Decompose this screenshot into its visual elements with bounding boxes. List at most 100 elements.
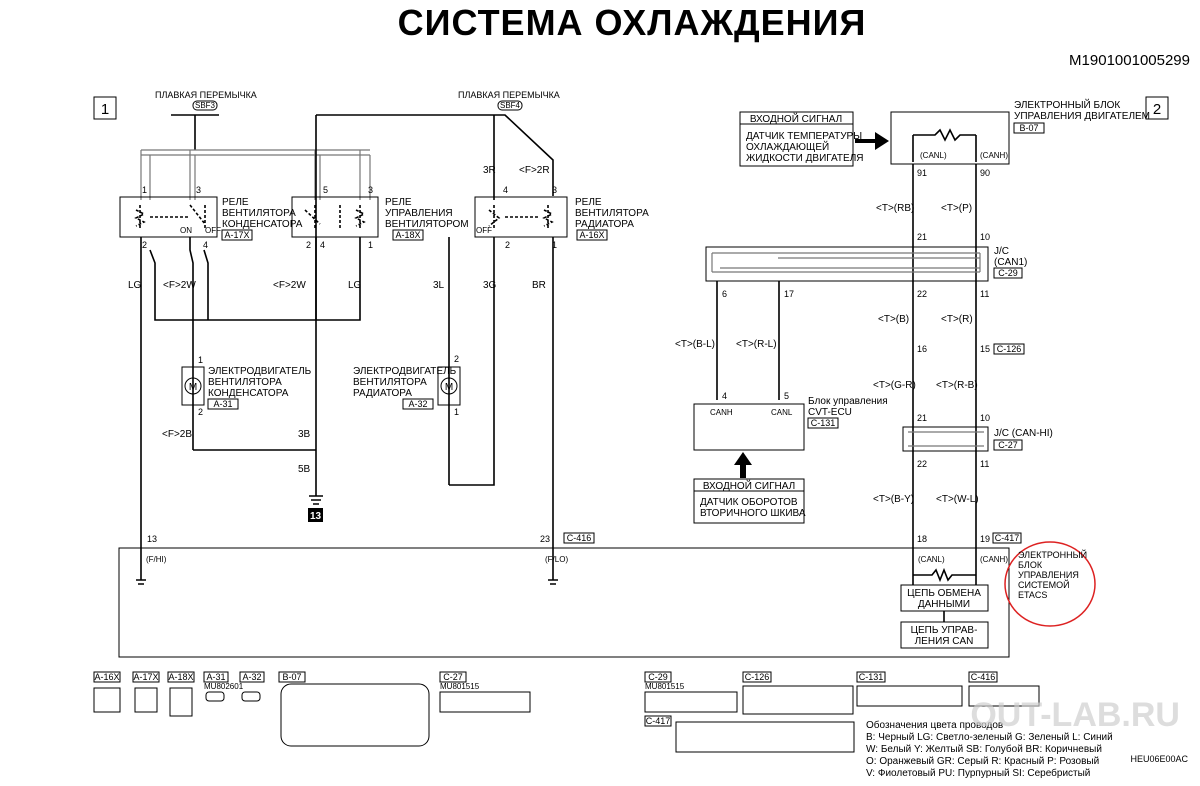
svg-text:A-16X: A-16X <box>94 672 119 682</box>
junction-can1: 21 10 J/C (CAN1) C-29 22 11 6 17 <box>705 232 1027 299</box>
etacs-note-3: УПРАВЛЕНИЯ <box>1018 570 1079 580</box>
svg-text:A-32: A-32 <box>408 399 427 409</box>
svg-text:РАДИАТОРА: РАДИАТОРА <box>353 388 412 399</box>
fuse-left-label: ПЛАВКАЯ ПЕРЕМЫЧКА <box>155 90 257 100</box>
svg-text:ЛЕНИЯ CAN: ЛЕНИЯ CAN <box>915 636 974 647</box>
wire-t-wl: <T>(W-L) <box>936 494 979 505</box>
svg-text:C-417: C-417 <box>646 716 671 726</box>
svg-text:17: 17 <box>784 289 794 299</box>
svg-text:B-07: B-07 <box>1019 123 1038 133</box>
etacs-block: 13 23 C-416 (F/HI) (F/LO) 18 19 C-417 (C… <box>118 532 1022 658</box>
svg-text:1: 1 <box>454 407 459 417</box>
svg-text:(F/LO): (F/LO) <box>545 555 568 564</box>
svg-text:A-32: A-32 <box>242 672 261 682</box>
svg-text:C-29: C-29 <box>648 672 668 682</box>
svg-text:J/C: J/C <box>994 246 1009 257</box>
svg-text:B-07: B-07 <box>282 672 301 682</box>
svg-text:ВЕНТИЛЯТОРА: ВЕНТИЛЯТОРА <box>353 377 427 388</box>
svg-text:C-416: C-416 <box>567 533 592 543</box>
svg-text:РЕЛЕ: РЕЛЕ <box>385 197 412 208</box>
svg-text:1: 1 <box>198 355 203 365</box>
svg-text:11: 11 <box>980 459 989 469</box>
wire-f2w-2: <F>2W <box>273 280 306 291</box>
svg-text:21: 21 <box>917 232 927 242</box>
svg-text:22: 22 <box>917 289 927 299</box>
svg-text:4: 4 <box>203 240 208 250</box>
wire-t-bl: <T>(B-L) <box>675 339 715 350</box>
etacs-note-2: БЛОК <box>1018 560 1043 570</box>
svg-text:ВЕНТИЛЯТОРОМ: ВЕНТИЛЯТОРОМ <box>385 219 469 230</box>
svg-text:A-31: A-31 <box>206 672 225 682</box>
svg-text:УПРАВЛЕНИЯ ДВИГАТЕЛЕМ: УПРАВЛЕНИЯ ДВИГАТЕЛЕМ <box>1014 111 1150 122</box>
svg-text:ВЕНТИЛЯТОРА: ВЕНТИЛЯТОРА <box>208 377 282 388</box>
svg-text:C-29: C-29 <box>998 268 1018 278</box>
wire-5b: 5B <box>298 464 311 475</box>
svg-text:MU801515: MU801515 <box>440 682 480 691</box>
fuse-right-badge <box>497 100 523 111</box>
motor-a31: M 1 2 ЭЛЕКТРОДВИГАТЕЛЬ ВЕНТИЛЯТОРА КОНДЕ… <box>181 355 312 417</box>
svg-text:W: Белый Y: Желтый SB: Голуб: W: Белый Y: Желтый SB: Голубой BR: Корич… <box>866 743 1102 755</box>
svg-text:MU801515: MU801515 <box>645 682 685 691</box>
svg-text:ЖИДКОСТИ ДВИГАТЕЛЯ: ЖИДКОСТИ ДВИГАТЕЛЯ <box>746 153 863 164</box>
svg-text:1: 1 <box>368 240 373 250</box>
svg-text:91: 91 <box>917 168 927 178</box>
svg-text:J/C (CAN-HI): J/C (CAN-HI) <box>994 428 1053 439</box>
svg-text:18: 18 <box>917 534 927 544</box>
svg-text:1: 1 <box>142 185 147 195</box>
svg-text:4: 4 <box>503 185 508 195</box>
svg-text:3: 3 <box>552 185 557 195</box>
svg-text:21: 21 <box>917 413 927 423</box>
svg-text:C-126: C-126 <box>745 672 770 682</box>
svg-text:2: 2 <box>198 407 203 417</box>
svg-text:2: 2 <box>142 240 147 250</box>
wire-color-legend: Обозначения цвета проводов B: Черный LG:… <box>866 719 1113 779</box>
svg-text:5: 5 <box>784 391 789 401</box>
svg-text:4: 4 <box>722 391 727 401</box>
svg-text:A-18X: A-18X <box>168 672 193 682</box>
fuse-left-badge <box>192 100 218 111</box>
svg-text:5: 5 <box>323 185 328 195</box>
svg-text:Обозначения цвета проводов: Обозначения цвета проводов <box>866 719 1003 731</box>
svg-text:(CANH): (CANH) <box>980 555 1008 564</box>
c126-code-badge <box>993 343 1025 355</box>
fuse-right-wire <box>494 114 554 196</box>
svg-text:10: 10 <box>980 413 990 423</box>
svg-text:КОНДЕНСАТОРА: КОНДЕНСАТОРА <box>208 388 289 399</box>
svg-text:(F/HI): (F/HI) <box>146 555 167 564</box>
svg-text:ЭЛЕКТРОННЫЙ БЛОК: ЭЛЕКТРОННЫЙ БЛОК <box>1014 98 1120 111</box>
svg-text:ON: ON <box>180 226 192 235</box>
svg-text:ДАТЧИК ОБОРОТОВ: ДАТЧИК ОБОРОТОВ <box>700 497 798 508</box>
svg-text:CANH: CANH <box>710 408 733 417</box>
svg-text:C-27: C-27 <box>443 672 463 682</box>
svg-text:(CANH): (CANH) <box>980 151 1008 160</box>
svg-text:O: Оранжевый GR: Серый R: Кр: O: Оранжевый GR: Серый R: Красный P: Роз… <box>866 756 1099 767</box>
svg-text:M: M <box>445 382 453 393</box>
svg-text:22: 22 <box>917 459 927 469</box>
svg-text:(CAN1): (CAN1) <box>994 257 1027 268</box>
wire-t-b: <T>(B) <box>878 314 909 325</box>
sheet-marker-2 <box>1145 96 1169 120</box>
connector-views: A-16X A-17X A-18X A-31 MU802601 A-32 B-0… <box>93 671 1040 753</box>
wire-t-rbb: <T>(R-B) <box>936 380 978 391</box>
svg-text:A-18X: A-18X <box>395 230 420 240</box>
wire-t-r: <T>(R) <box>941 314 973 325</box>
fuse-left-id: SBF3 <box>195 101 216 110</box>
svg-text:23: 23 <box>540 534 550 544</box>
ground-number: 13 <box>310 511 322 522</box>
sheet-number-1: 1 <box>101 101 109 118</box>
c126-pin-15: 15 <box>980 344 990 354</box>
svg-text:ЦЕПЬ ОБМЕНА: ЦЕПЬ ОБМЕНА <box>907 588 981 599</box>
svg-text:КОНДЕНСАТОРА: КОНДЕНСАТОРА <box>222 219 303 230</box>
svg-text:3: 3 <box>368 185 373 195</box>
svg-text:ДАТЧИК ТЕМПЕРАТУРЫ: ДАТЧИК ТЕМПЕРАТУРЫ <box>746 131 862 142</box>
svg-text:A-17X: A-17X <box>224 230 249 240</box>
wire-lg-2: LG <box>348 280 362 291</box>
sheet-number-2: 2 <box>1153 101 1161 118</box>
watermark: OUT-LAB.RU <box>970 696 1180 734</box>
wire-f2r: <F>2R <box>519 165 550 176</box>
svg-text:ВХОДНОЙ СИГНАЛ: ВХОДНОЙ СИГНАЛ <box>750 112 842 125</box>
cvt-ecu-block: CANH CANL 4 5 Блок управления CVT-ECU C-… <box>693 391 888 524</box>
svg-text:C-131: C-131 <box>811 418 836 428</box>
svg-text:V: Фиолетовый PU: Пурпурный: V: Фиолетовый PU: Пурпурный SI: Серебрис… <box>866 767 1090 779</box>
